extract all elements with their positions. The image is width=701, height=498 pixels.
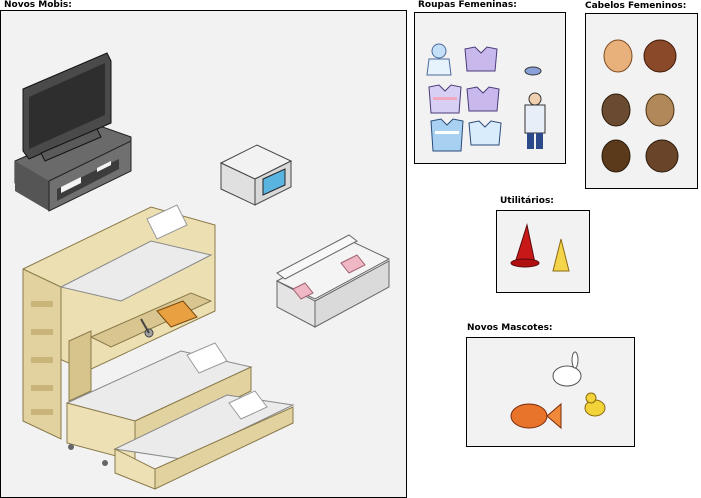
shirt-blue-clothing[interactable] <box>466 86 500 112</box>
panel-cabelos-femeninos <box>585 13 698 189</box>
shirt-lilac-clothing[interactable] <box>464 46 498 72</box>
hair-light-braids-item[interactable] <box>645 93 675 127</box>
sweater-blue-clothing[interactable] <box>430 118 464 152</box>
panel-roupas-femeninas <box>414 12 566 164</box>
party-hat-item[interactable] <box>552 238 570 272</box>
outfit-figure-clothing[interactable] <box>524 92 546 149</box>
sweater-stripe-clothing[interactable] <box>428 84 462 114</box>
chick-pet[interactable] <box>584 392 606 417</box>
red-hat-item[interactable] <box>510 223 540 268</box>
hair-red-item[interactable] <box>643 39 677 73</box>
section-title-utilitarios: Utilitários: <box>500 196 554 206</box>
hair-brown-long-item[interactable] <box>645 139 679 173</box>
bunk-bed-furniture[interactable] <box>22 204 295 490</box>
sofa-furniture[interactable] <box>275 234 391 328</box>
section-title-roupas-femeninas: Roupas Femeninas: <box>418 0 517 10</box>
goldfish-pet[interactable] <box>510 402 562 430</box>
hair-brown-tied-item[interactable] <box>601 93 631 127</box>
dress-clothing[interactable] <box>426 43 452 76</box>
section-title-novos-mascotes: Novos Mascotes: <box>467 323 553 333</box>
panel-utilitarios <box>496 210 590 293</box>
shirt-white-clothing[interactable] <box>468 120 502 146</box>
bunny-pet[interactable] <box>552 351 582 387</box>
section-title-novos-mobis: Novos Mobis: <box>4 0 72 10</box>
section-title-cabelos-femeninos: Cabelos Femeninos: <box>585 1 687 11</box>
panel-novos-mascotes <box>466 337 635 447</box>
hair-dark-braids-item[interactable] <box>601 139 631 173</box>
microwave-furniture[interactable] <box>219 144 293 206</box>
panel-novos-mobis <box>0 10 407 498</box>
tv-stand-furniture[interactable] <box>14 52 132 212</box>
hat-clothing[interactable] <box>524 66 542 76</box>
hair-blonde-item[interactable] <box>603 39 633 73</box>
